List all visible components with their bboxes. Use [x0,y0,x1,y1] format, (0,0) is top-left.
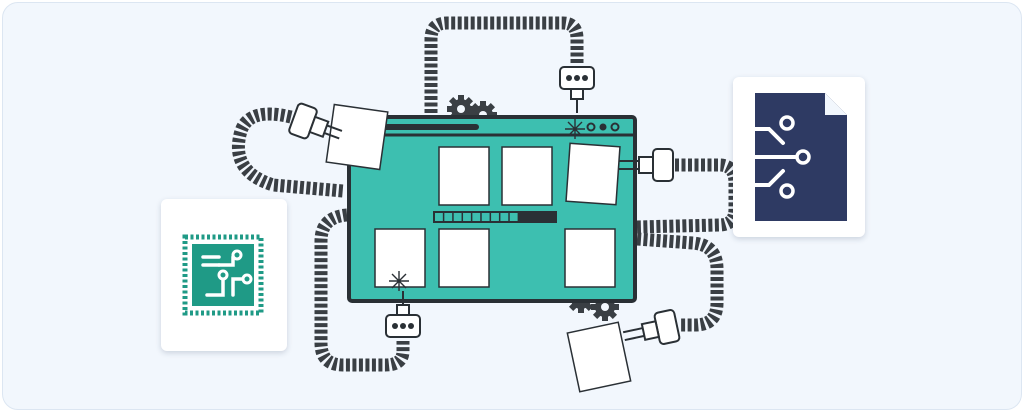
cable-left-bottom [314,208,410,372]
flying-panel-left [325,103,389,171]
progress-bar [433,211,557,223]
progress-segment [472,213,481,221]
content-panel [438,228,490,288]
progress-segment [453,213,462,221]
content-panel [374,228,426,288]
progress-segment [509,213,518,221]
cable-plug-icon [385,291,421,338]
window-dot [599,123,607,131]
circuit-chip-icon [182,234,264,316]
progress-segment [500,213,509,221]
flying-panel-right [565,142,621,206]
window-dot [586,122,596,132]
flying-panel-bottom [566,321,632,393]
circuit-document-icon [753,93,847,221]
address-bar [383,124,479,130]
cable-plug-icon [619,148,674,182]
cable-right-top [636,158,742,234]
integration-illustration [231,16,742,393]
chip-tile [161,199,287,351]
sparkle-icon [389,119,585,291]
cable-right-bottom [636,232,724,332]
app-window [347,115,637,303]
progress-segment [481,213,490,221]
cable-plug-icon [559,66,595,113]
progress-segment [444,213,453,221]
cable-plug-icon [288,102,343,140]
content-panel [564,228,616,288]
progress-segment [491,213,499,221]
cable-plug-icon [622,309,681,345]
document-tile [733,77,865,237]
content-panel [501,146,553,206]
window-dot [610,122,620,132]
cable-top [424,16,584,113]
progress-segment [435,213,443,221]
cable-left-top [231,107,344,198]
content-panel [438,146,490,206]
progress-segment [463,213,471,221]
